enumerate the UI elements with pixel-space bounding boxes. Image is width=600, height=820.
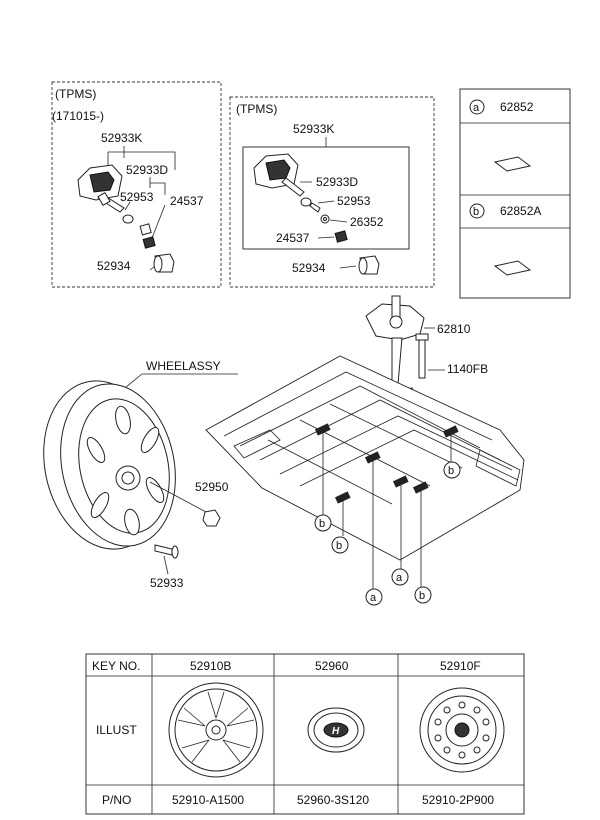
pad-legend: a 62852 b 62852A — [459, 88, 571, 299]
lug-nut-icon — [202, 509, 221, 527]
pad-a-icon — [493, 156, 532, 172]
tpms-right-washer-label: 26352 — [350, 215, 384, 229]
tpms-right-sensor-label: 52933D — [316, 175, 358, 189]
steel-wheel-icon — [419, 687, 505, 773]
marker-a-1: a — [365, 588, 383, 606]
tpms-right-leaders — [300, 181, 357, 269]
tpms-left-date-code: (171015-) — [52, 109, 104, 123]
col-2-pno: 52960-3S120 — [297, 793, 369, 807]
col-3-pno: 52910-2P900 — [422, 793, 494, 807]
col-3-key: 52910F — [440, 659, 481, 673]
tpms-right-nut-icon — [334, 230, 348, 243]
carrier-bolt-icon — [415, 333, 429, 379]
frame-markers: b b b a a b — [314, 432, 461, 606]
tpms-left-title: (TPMS) — [55, 87, 96, 101]
tpms-right-group: (TPMS) 52933K 52933D 52953 26352 24537 5… — [229, 96, 435, 288]
row-label-key: KEY NO. — [92, 659, 140, 673]
wheel-assy-label: WHEELASSY — [146, 359, 221, 373]
tpms-right-title: (TPMS) — [236, 102, 277, 116]
svg-text:b: b — [419, 590, 425, 602]
svg-text:H: H — [332, 726, 340, 737]
tpms-right-kit-label: 52933K — [293, 122, 334, 136]
tpms-right-valve-icon — [300, 197, 321, 213]
pad-a-row: a 62852 — [469, 99, 534, 172]
tpms-left-valve-label: 52953 — [120, 190, 154, 204]
pad-b-marker: b — [473, 206, 479, 218]
tpms-left-sensor-icon — [77, 164, 125, 213]
svg-text:b: b — [336, 540, 342, 552]
pad-legend-border — [459, 88, 571, 299]
table-border — [85, 653, 525, 815]
wheel-valve-icon — [154, 544, 179, 559]
svg-text:b: b — [448, 465, 454, 477]
marker-b-1: b — [314, 514, 332, 532]
tpms-left-nut-label: 24537 — [170, 194, 204, 208]
tpms-left-cap-icon — [153, 253, 175, 273]
pad-a-part: 62852 — [500, 100, 534, 114]
svg-text:a: a — [370, 592, 377, 604]
wheel-option-table: KEY NO. ILLUST P/NO 52910B 52960 52910F … — [85, 653, 525, 815]
marker-b-3: b — [443, 461, 461, 479]
wheel-assy-group: WHEELASSY 52950 52933 — [43, 359, 238, 590]
pad-b-part: 62852A — [500, 204, 541, 218]
tpms-left-sensor-label: 52933D — [126, 163, 168, 177]
tpms-left-group: (TPMS) (171015-) 52933K 52933D 52953 245… — [51, 81, 222, 288]
hub-cap-icon: H — [307, 707, 365, 753]
lug-nut-label: 52950 — [195, 480, 229, 494]
col-1-key: 52910B — [190, 659, 231, 673]
tpms-right-border — [229, 96, 435, 288]
tpms-right-nut-label: 24537 — [276, 231, 310, 245]
tpms-right-cap-label: 52934 — [292, 261, 326, 275]
bolt-label: 1140FB — [447, 362, 488, 376]
pad-b-icon — [493, 260, 532, 276]
col-1-pno: 52910-A1500 — [172, 793, 244, 807]
tpms-right-valve-label: 52953 — [337, 194, 371, 208]
tpms-left-leaders — [107, 146, 176, 271]
wheel-valve-label: 52933 — [150, 576, 184, 590]
tpms-right-sensor-icon — [253, 153, 305, 197]
row-label-pno: P/NO — [102, 793, 131, 807]
tpms-left-border — [51, 81, 222, 288]
wheel-icon — [43, 380, 176, 550]
tpms-right-washer-icon — [320, 214, 330, 224]
marker-b-2: b — [331, 536, 349, 554]
floor-frame-icon — [205, 355, 525, 561]
pad-b-row: b 62852A — [469, 203, 541, 276]
svg-text:a: a — [396, 572, 403, 584]
tpms-left-kit-label: 52933K — [101, 131, 142, 145]
marker-b-4: b — [414, 586, 432, 604]
pad-a-marker: a — [473, 102, 480, 114]
row-label-illust: ILLUST — [96, 723, 137, 737]
bracket-label: 62810 — [437, 322, 471, 336]
col-2-key: 52960 — [315, 659, 349, 673]
tpms-left-valve-icon — [122, 214, 134, 224]
alloy-wheel-icon — [168, 682, 264, 778]
svg-text:b: b — [319, 518, 325, 530]
tpms-left-cap-label: 52934 — [97, 259, 131, 273]
marker-a-2: a — [391, 568, 409, 586]
tpms-left-nut-icon — [139, 223, 156, 249]
tpms-right-cap-icon — [358, 255, 380, 275]
